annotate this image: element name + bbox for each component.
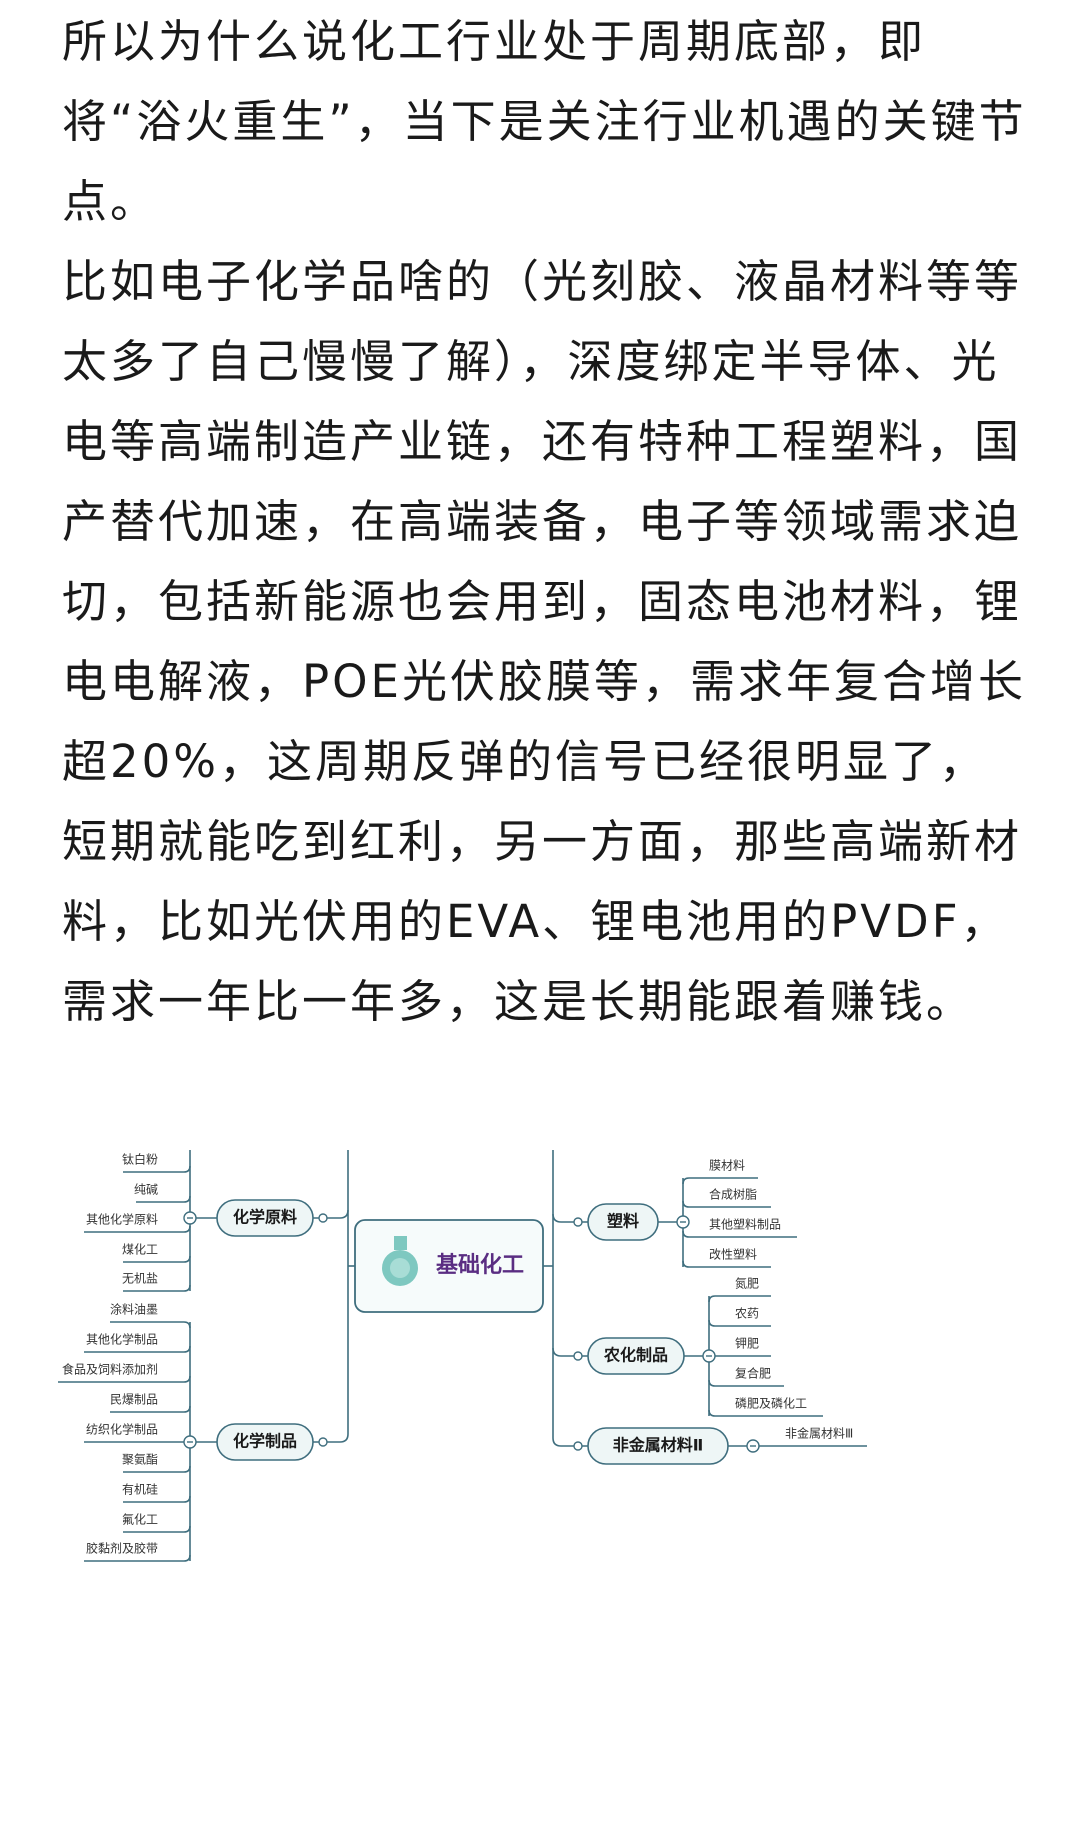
- left-child-line-1-2: [136, 1195, 191, 1203]
- right-node-connector-2: [573, 1351, 583, 1361]
- paragraph-2: 比如电子化学品啥的（光刻胶、液晶材料等等太多了自己慢慢了解），深度绑定半导体、光…: [62, 255, 1026, 1028]
- left-leaf-1-5: 无机盐: [122, 1272, 158, 1286]
- right-child-line-1-3: [682, 1260, 771, 1268]
- left-node-1-label: 化学原料: [233, 1208, 297, 1227]
- left-leaf-1-4: 煤化工: [122, 1243, 158, 1257]
- left-child-line-2-5: [123, 1465, 191, 1473]
- right-leaf-1-0: 膜材料: [709, 1159, 745, 1173]
- center-title: 基础化工: [436, 1252, 524, 1278]
- mindmap-diagram: 基础化工粘胶锦纶涤纶氨纶其他化学纤维化学纤维氯碱钛白粉纯碱其他化学原料煤化工无机…: [58, 1150, 867, 1562]
- right-leaf-1-3: 改性塑料: [709, 1247, 757, 1262]
- left-leaf-1-1: 钛白粉: [122, 1152, 158, 1167]
- right-child-line-2-1: [708, 1319, 771, 1327]
- left-leaf-2-6: 有机硅: [122, 1483, 158, 1497]
- left-child-line-2-7: [123, 1525, 191, 1533]
- paragraph-1: 所以为什么说化工行业处于周期底部，即将“浴火重生”，当下是关注行业机遇的关键节点…: [62, 15, 1027, 228]
- right-node-2-label: 农化制品: [603, 1346, 668, 1365]
- left-node-2-box: [216, 1423, 314, 1461]
- right-leaf-2-0: 氮肥: [735, 1276, 759, 1291]
- right-leaf-1-2: 其他塑料制品: [709, 1217, 781, 1232]
- right-child-line-2-3: [708, 1379, 784, 1387]
- right-node-3-box: [587, 1427, 729, 1465]
- right-child-line-2-2: [708, 1349, 771, 1357]
- left-child-line-1-3: [84, 1225, 191, 1233]
- right-child-line-1-0: [682, 1177, 758, 1185]
- right-node-connector-3: [573, 1441, 583, 1451]
- right-node-2-box: [587, 1337, 685, 1375]
- left-child-line-2-4: [84, 1435, 191, 1443]
- left-node-1-box: [216, 1199, 314, 1237]
- left-child-line-1-1: [123, 1165, 191, 1173]
- flask-icon: [382, 1236, 418, 1286]
- left-child-line-2-8: [84, 1554, 191, 1562]
- right-branch-3: [552, 1437, 588, 1447]
- left-leaf-2-8: 胶黏剂及胶带: [86, 1541, 158, 1556]
- right-leaf-2-3: 复合肥: [735, 1366, 771, 1381]
- left-node-connector-2: [318, 1437, 328, 1447]
- left-branch-1: [313, 1209, 349, 1219]
- left-node-connector-1: [318, 1213, 328, 1223]
- right-leaf-2-2: 钾肥: [735, 1337, 759, 1351]
- right-node-1-label: 塑料: [607, 1212, 639, 1231]
- right-leaf-2-1: 农药: [735, 1307, 759, 1321]
- left-leaf-1-2: 纯碱: [134, 1183, 158, 1197]
- left-child-line-2-6: [123, 1495, 191, 1503]
- right-node-3-label: 非金属材料Ⅱ: [613, 1436, 704, 1455]
- right-node-1-box: [587, 1203, 659, 1241]
- left-leaf-2-1: 其他化学制品: [86, 1332, 158, 1347]
- left-leaf-1-3: 其他化学原料: [86, 1212, 158, 1227]
- left-child-line-2-2: [58, 1375, 191, 1383]
- right-child-line-2-0: [708, 1295, 771, 1303]
- left-node-2-label: 化学制品: [233, 1432, 297, 1451]
- right-child-line-3-0: [752, 1445, 867, 1453]
- left-child-line-2-1: [84, 1345, 191, 1353]
- left-leaf-2-5: 聚氨酯: [122, 1453, 158, 1467]
- article-body: 所以为什么说化工行业处于周期底部，即将“浴火重生”，当下是关注行业机遇的关键节点…: [62, 2, 1032, 1042]
- left-leaf-2-7: 氟化工: [122, 1513, 158, 1527]
- right-child-line-2-4: [708, 1409, 823, 1417]
- right-child-line-1-2: [682, 1230, 797, 1238]
- left-leaf-2-3: 民爆制品: [110, 1393, 158, 1407]
- flask-neck: [394, 1236, 407, 1250]
- left-child-line-2-0: [110, 1321, 191, 1329]
- right-leaf-1-1: 合成树脂: [709, 1187, 757, 1202]
- left-branch-2: [313, 1433, 349, 1443]
- right-node-connector-1: [573, 1217, 583, 1227]
- left-child-line-1-4: [123, 1255, 191, 1263]
- right-leaf-2-4: 磷肥及磷化工: [735, 1396, 807, 1411]
- left-leaf-2-2: 食品及饲料添加剂: [62, 1362, 158, 1377]
- right-child-line-1-1: [682, 1200, 771, 1208]
- left-child-line-2-3: [110, 1405, 191, 1413]
- right-branch-2: [552, 1347, 588, 1357]
- right-leaf-3-0: 非金属材料Ⅲ: [785, 1426, 853, 1441]
- flask-liquid: [390, 1258, 410, 1278]
- left-child-line-1-5: [123, 1284, 191, 1292]
- right-branch-1: [552, 1213, 588, 1223]
- left-leaf-2-0: 涂料油墨: [110, 1302, 158, 1317]
- left-leaf-2-4: 纺织化学制品: [86, 1422, 158, 1437]
